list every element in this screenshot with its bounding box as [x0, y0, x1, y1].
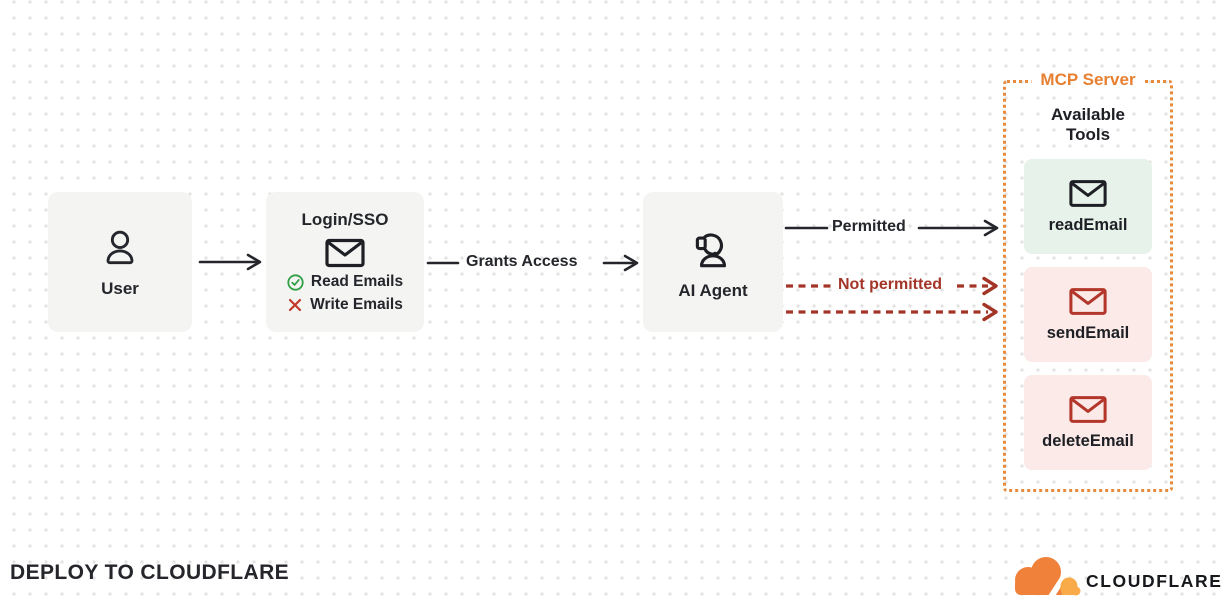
login-sso-title: Login/SSO — [301, 210, 389, 229]
tool-box-send-email: sendEmail — [1024, 267, 1152, 362]
tool-name-send-email: sendEmail — [1046, 323, 1130, 342]
x-mark-icon — [287, 297, 303, 313]
permission-label-read: Read Emails — [310, 273, 404, 290]
envelope-icon — [1069, 395, 1107, 424]
user-icon — [97, 225, 143, 271]
ai-agent-node: AI Agent — [643, 192, 783, 332]
permission-label-write: Write Emails — [310, 296, 403, 313]
cloudflare-logo: CLOUDFLARE — [1006, 553, 1223, 599]
envelope-icon — [1069, 287, 1107, 316]
deploy-caption: DEPLOY TO CLOUDFLARE — [10, 561, 290, 584]
tool-name-read-email: readEmail — [1048, 215, 1128, 234]
mcp-server-container: MCP Server Available Tools readEmail sen… — [1003, 70, 1173, 492]
check-circle-icon — [287, 273, 304, 291]
tool-box-delete-email: deleteEmail — [1024, 375, 1152, 470]
user-node-label: User — [101, 279, 139, 298]
cloudflare-cloud-icon — [1006, 553, 1082, 599]
not-permitted-label: Not permitted — [838, 276, 942, 293]
envelope-icon — [325, 238, 365, 268]
agent-headset-icon — [688, 223, 738, 273]
permitted-label: Permitted — [832, 218, 906, 235]
grants-access-label: Grants Access — [466, 253, 578, 270]
permission-row-write: Write Emails — [287, 296, 403, 314]
mcp-server-title: MCP Server — [1031, 70, 1145, 90]
cloudflare-brand-text: CLOUDFLARE — [1086, 570, 1223, 591]
user-node: User — [48, 192, 192, 332]
tool-name-delete-email: deleteEmail — [1042, 431, 1134, 450]
ai-agent-node-label: AI Agent — [678, 281, 748, 300]
permission-row-read: Read Emails — [287, 273, 403, 291]
envelope-icon — [1069, 179, 1107, 208]
login-sso-node: Login/SSO Read Emails Write Emails — [266, 192, 424, 332]
available-tools-heading: Available Tools — [1050, 105, 1126, 145]
tool-box-read-email: readEmail — [1024, 159, 1152, 254]
